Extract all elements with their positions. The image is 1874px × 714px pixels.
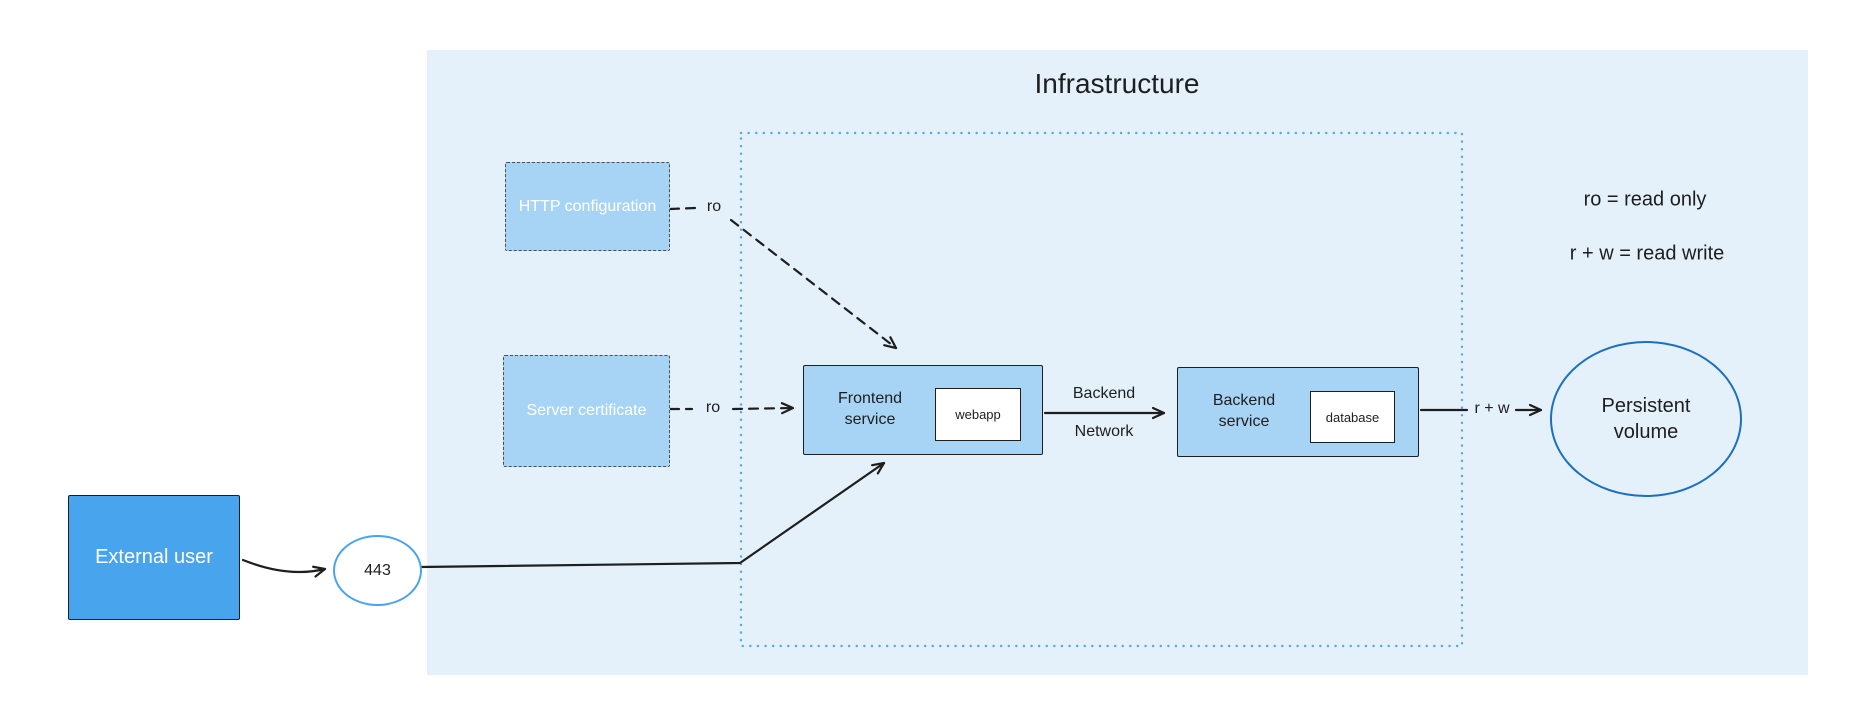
legend-read-write: r + w = read write: [1569, 242, 1725, 265]
node-external-user: External user: [68, 495, 240, 620]
server-certificate-label: Server certificate: [526, 402, 647, 419]
persistent-volume-label: Persistent volume: [1601, 395, 1691, 443]
node-port-443: 443: [333, 535, 422, 606]
edge-label-backend-network-line1: Backend: [1072, 385, 1136, 402]
edge-externaluser-to-port: [241, 558, 327, 578]
webapp-label: webapp: [955, 407, 1001, 422]
database-label: database: [1325, 409, 1380, 425]
node-backend-service: Backend service database: [1177, 367, 1419, 457]
backend-service-label: Backend service: [1212, 392, 1276, 430]
edge-label-read-write: r + w: [1474, 400, 1510, 417]
node-webapp: webapp: [935, 388, 1021, 441]
legend-read-only: ro = read only: [1583, 188, 1707, 211]
edge-label-ro-http: ro: [706, 198, 722, 215]
node-http-configuration: HTTP configuration: [505, 162, 670, 251]
external-user-label: External user: [95, 546, 213, 568]
node-frontend-service: Frontend service webapp: [803, 365, 1043, 455]
node-persistent-volume: Persistent volume: [1550, 341, 1742, 497]
edge-label-backend-network-line2: Network: [1074, 423, 1134, 440]
node-database: database: [1310, 391, 1395, 443]
port-443-label: 443: [364, 561, 391, 579]
frontend-service-label: Frontend service: [837, 390, 903, 428]
node-server-certificate: Server certificate: [503, 355, 670, 467]
diagram-title: Infrastructure: [1034, 68, 1200, 99]
http-configuration-label: HTTP configuration: [518, 197, 657, 215]
edge-label-ro-cert: ro: [705, 399, 721, 416]
